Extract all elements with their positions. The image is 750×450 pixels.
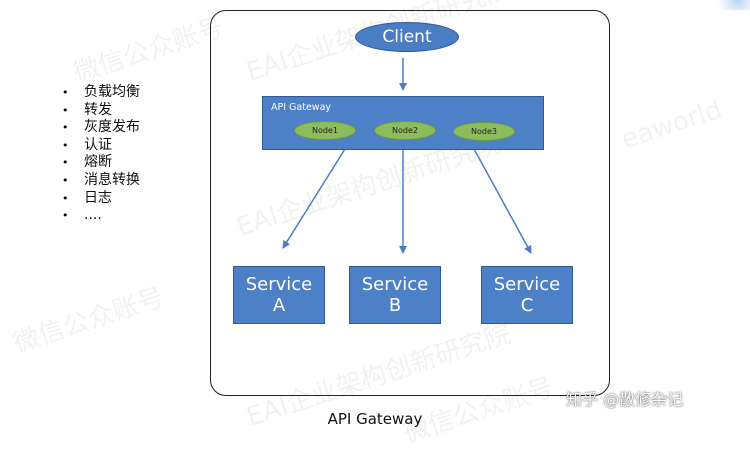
feature-item: .... bbox=[60, 207, 140, 225]
gateway-label: API Gateway bbox=[271, 102, 332, 113]
service-c-letter: C bbox=[520, 295, 534, 316]
feature-item: 熔断 bbox=[60, 154, 140, 172]
corner-decoration bbox=[710, 0, 750, 10]
feature-item: 转发 bbox=[60, 102, 140, 120]
service-b-letter: B bbox=[388, 295, 402, 316]
feature-item: 负载均衡 bbox=[60, 84, 140, 102]
client-node: Client bbox=[355, 22, 459, 52]
gateway-node-1: Node1 bbox=[294, 121, 356, 140]
feature-item: 认证 bbox=[60, 137, 140, 155]
gateway-node-3: Node3 bbox=[453, 122, 515, 141]
diagram-frame bbox=[210, 10, 610, 396]
service-a-letter: A bbox=[272, 295, 286, 316]
service-a-name: Service bbox=[245, 274, 313, 295]
source-credit: 知乎 @散修杂记 bbox=[566, 390, 684, 409]
service-a-box: Service A bbox=[233, 266, 325, 324]
service-b-name: Service bbox=[361, 274, 429, 295]
service-c-name: Service bbox=[493, 274, 561, 295]
feature-item: 日志 bbox=[60, 190, 140, 208]
arrow-gateway-to-service-c bbox=[473, 148, 532, 254]
feature-item: 消息转换 bbox=[60, 172, 140, 190]
api-gateway-box: API Gateway Node1 Node2 Node3 bbox=[262, 96, 544, 150]
service-c-box: Service C bbox=[481, 266, 573, 324]
feature-item: 灰度发布 bbox=[60, 119, 140, 137]
service-b-box: Service B bbox=[349, 266, 441, 324]
feature-list: 负载均衡 转发 灰度发布 认证 熔断 消息转换 日志 .... bbox=[60, 84, 140, 225]
diagram-caption: API Gateway bbox=[327, 410, 423, 428]
gateway-node-2: Node2 bbox=[374, 121, 436, 140]
arrow-gateway-to-service-a bbox=[282, 148, 346, 249]
connector-arrows bbox=[282, 58, 532, 254]
